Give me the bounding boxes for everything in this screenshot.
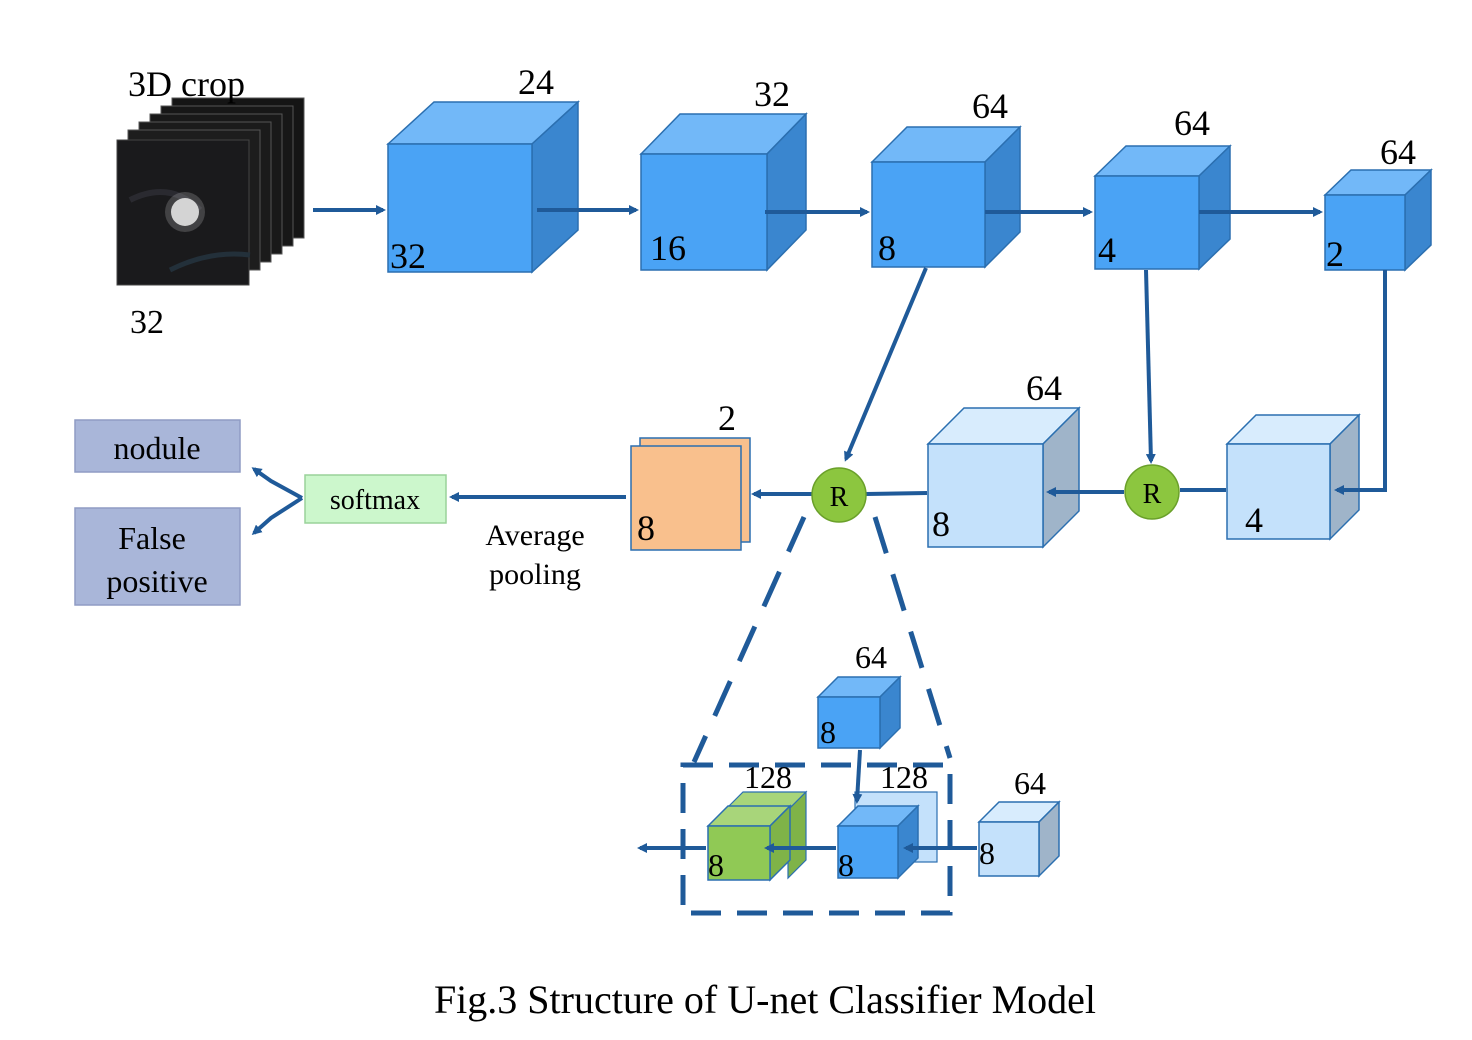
pooled-stack: [630, 437, 751, 551]
nodule-box: [74, 419, 241, 473]
arrow-dec1-merge: [865, 491, 928, 496]
encoder-cube-4: [1093, 144, 1232, 271]
input-title: 3D crop: [128, 64, 245, 104]
merge-node-2: R: [1124, 464, 1180, 520]
merge-node-1-label: R: [830, 482, 849, 513]
encoder-cube-2: [639, 112, 808, 272]
false-positive-box: [74, 507, 241, 606]
detail-top-channels: 64: [855, 639, 887, 675]
enc1-size: 32: [390, 236, 426, 276]
merge-node-1: R: [811, 467, 867, 523]
merge-node-2-label: R: [1143, 479, 1162, 510]
pooled-channels: 2: [718, 398, 736, 438]
detail-green-channels: 128: [744, 759, 792, 795]
detail-top-size: 8: [820, 714, 836, 750]
enc5-size: 2: [1326, 234, 1344, 274]
enc4-size: 4: [1098, 230, 1116, 270]
decoder-cube-2: [1225, 413, 1361, 541]
zoom-guide-right: [872, 516, 953, 759]
skip-arrow-enc3: [844, 267, 928, 462]
skip-arrow-enc4: [1144, 269, 1156, 464]
arrow-softmax-nodule: [251, 467, 303, 500]
nodule-label: nodule: [113, 430, 200, 466]
figure-caption: Fig.3 Structure of U-net Classifier Mode…: [434, 977, 1096, 1022]
enc4-channels: 64: [1174, 103, 1210, 143]
nodule-blob: [171, 198, 199, 226]
enc5-channels: 64: [1380, 132, 1416, 172]
detail-right-cube: [977, 800, 1061, 878]
enc2-channels: 32: [754, 74, 790, 114]
encoder-cube-5: [1323, 168, 1433, 272]
detail-arrows: [637, 749, 977, 853]
input-size-label: 32: [130, 304, 164, 341]
arrow-softmax-falsepos: [251, 496, 304, 535]
encoder-cube-3: [870, 125, 1022, 269]
encoder-arrows: [313, 205, 1323, 217]
decoder-cube-1: [926, 406, 1081, 549]
zoom-guide-left: [691, 515, 807, 764]
detail-right-channels: 64: [1014, 765, 1046, 801]
false-positive-line2: positive: [106, 563, 207, 599]
detail-right-size: 8: [979, 835, 995, 871]
softmax-box: [304, 474, 447, 524]
detail-mid-size: 8: [838, 847, 854, 883]
pool-label-line2: pooling: [489, 558, 581, 591]
softmax-label: softmax: [330, 485, 420, 516]
enc2-size: 16: [650, 228, 686, 268]
detail-mid-channels: 128: [880, 759, 928, 795]
input-crop-stack: [116, 97, 305, 286]
dec2-size: 4: [1245, 500, 1263, 540]
dec1-channels: 64: [1026, 368, 1062, 408]
detail-box: [680, 762, 953, 916]
zoom-guides: [691, 515, 953, 764]
pooled-size: 8: [637, 508, 655, 548]
dec1-size: 8: [932, 504, 950, 544]
encoder-cube-1: [386, 100, 580, 274]
false-positive-line1: False: [118, 520, 186, 556]
enc3-channels: 64: [972, 86, 1008, 126]
detail-top-cube: [816, 675, 902, 750]
pool-label-line1: Average: [485, 519, 584, 552]
detail-green-cube: [706, 790, 808, 882]
enc3-size: 8: [878, 228, 896, 268]
arrow-enc5-dec2: [1334, 270, 1387, 495]
decoder-arrows: [251, 267, 1387, 535]
enc1-channels: 24: [518, 62, 554, 102]
detail-arrow-down: [852, 749, 863, 804]
detail-mid-cube: [836, 791, 938, 880]
detail-green-size: 8: [708, 847, 724, 883]
